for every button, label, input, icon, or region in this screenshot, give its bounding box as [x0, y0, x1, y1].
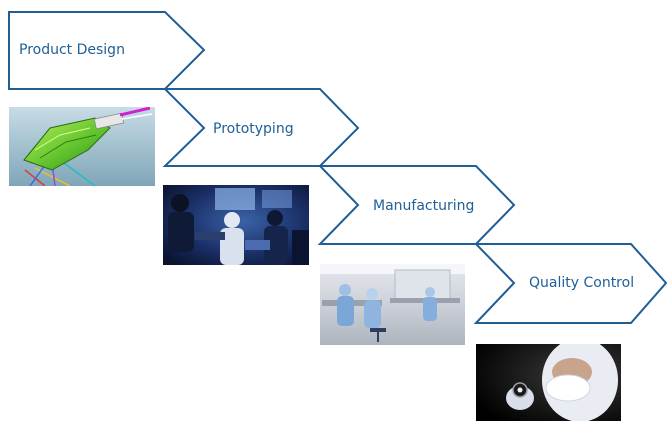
stage-quality-control: Quality Control — [473, 243, 667, 324]
stage-label: Prototyping — [213, 121, 294, 137]
cleanroom-production-image — [320, 264, 465, 345]
lab-engineers-image — [163, 185, 309, 265]
stage-manufacturing: Manufacturing — [317, 165, 516, 245]
stage-label: Quality Control — [529, 275, 634, 291]
stage-prototyping: Prototyping — [162, 88, 360, 167]
stage-product-design: Product Design — [8, 11, 206, 90]
stage-label: Manufacturing — [373, 198, 474, 214]
chevron-shape — [8, 11, 206, 90]
cad-model-image — [9, 107, 155, 186]
chevron-shape — [473, 243, 667, 324]
inspection-technician-image — [476, 344, 621, 421]
stage-label: Product Design — [19, 42, 125, 58]
